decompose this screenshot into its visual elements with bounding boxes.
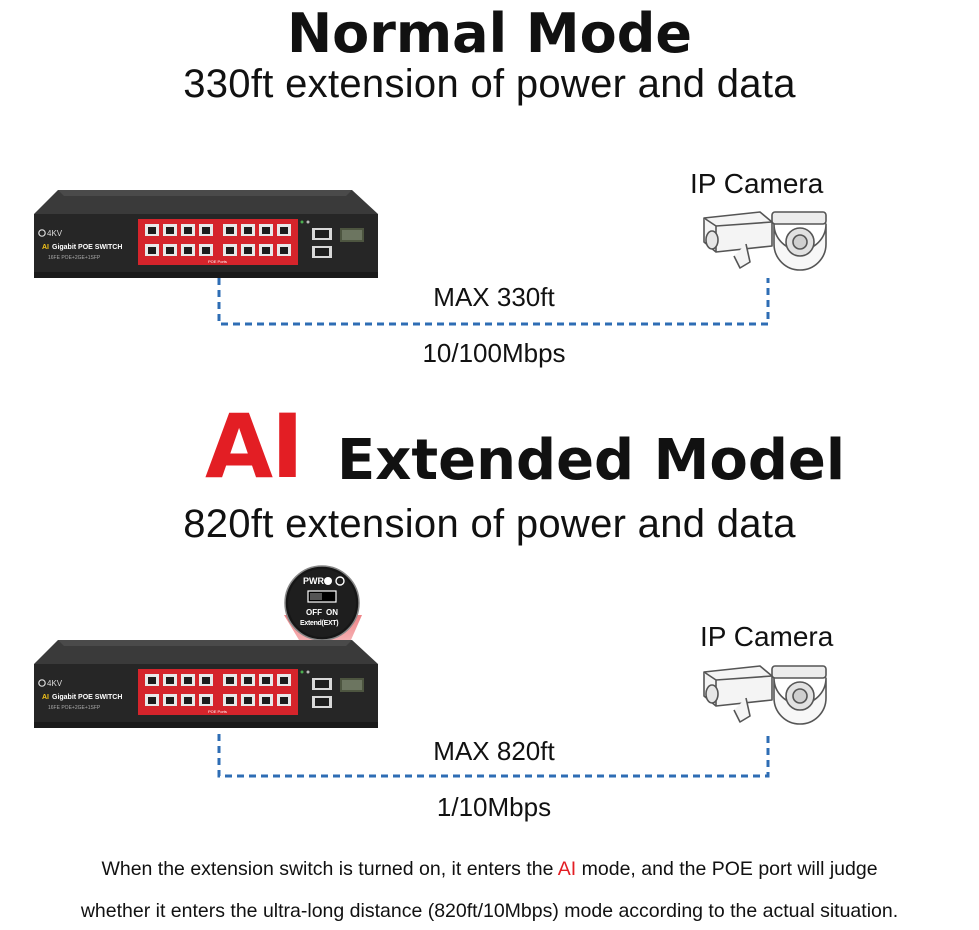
poe-ports-label: POE Ports <box>208 709 227 714</box>
model-ai-label: AI <box>42 244 49 251</box>
spec-label: 16FE POE+2GE+1SFP <box>48 255 101 261</box>
brand-logo-icon <box>38 679 46 687</box>
speed-extended: 1/10Mbps <box>436 792 552 822</box>
footer-line-2: whether it enters the ultra-long distanc… <box>80 900 899 922</box>
spec-label: 16FE POE+2GE+1SFP <box>48 705 101 711</box>
cable-link-extended <box>217 734 770 778</box>
normal-mode-title: Normal Mode <box>286 2 693 65</box>
extended-model-title: Extended Model <box>337 428 846 493</box>
poe-switch-device: 4KV AI Gigabit POE SWITCH 16FE POE+2GE+1… <box>34 640 378 728</box>
brand-label: 4KV <box>47 229 63 238</box>
model-label: Gigabit POE SWITCH <box>52 244 122 251</box>
brand-logo-icon <box>38 229 46 237</box>
poe-switch-device: 4KV AI Gigabit POE SWITCH 16FE POE+2GE+1… <box>34 190 378 278</box>
ip-camera-icon <box>703 211 827 271</box>
model-ai-label: AI <box>42 694 49 701</box>
normal-mode-subtitle: 330ft extension of power and data <box>183 62 796 106</box>
switch-on-label: ON <box>326 608 338 617</box>
cable-link-normal <box>217 278 770 326</box>
switch-off-label: OFF <box>306 608 322 617</box>
model-label: Gigabit POE SWITCH <box>52 694 122 701</box>
brand-label: 4KV <box>47 679 63 688</box>
ip-camera-icon <box>703 665 827 725</box>
footer-text-before: When the extension switch is turned on, … <box>101 858 558 880</box>
footer-line-1: When the extension switch is turned on, … <box>0 858 979 881</box>
poe-ports-label: POE Ports <box>208 259 227 264</box>
max-distance-extended: MAX 820ft <box>433 736 555 766</box>
max-distance-normal: MAX 330ft <box>433 282 555 312</box>
footer-ai-accent: AI <box>557 858 577 880</box>
ip-camera-label: IP Camera <box>700 621 834 652</box>
ip-camera-label: IP Camera <box>690 168 824 199</box>
speed-normal: 10/100Mbps <box>422 338 566 368</box>
footer-text-after: mode, and the POE port will judge <box>576 858 878 880</box>
extend-label: Extend(EXT) <box>300 620 338 627</box>
pwr-label: PWR <box>303 576 324 586</box>
extended-subtitle: 820ft extension of power and data <box>183 502 796 546</box>
ai-title-accent: AI <box>205 395 304 498</box>
